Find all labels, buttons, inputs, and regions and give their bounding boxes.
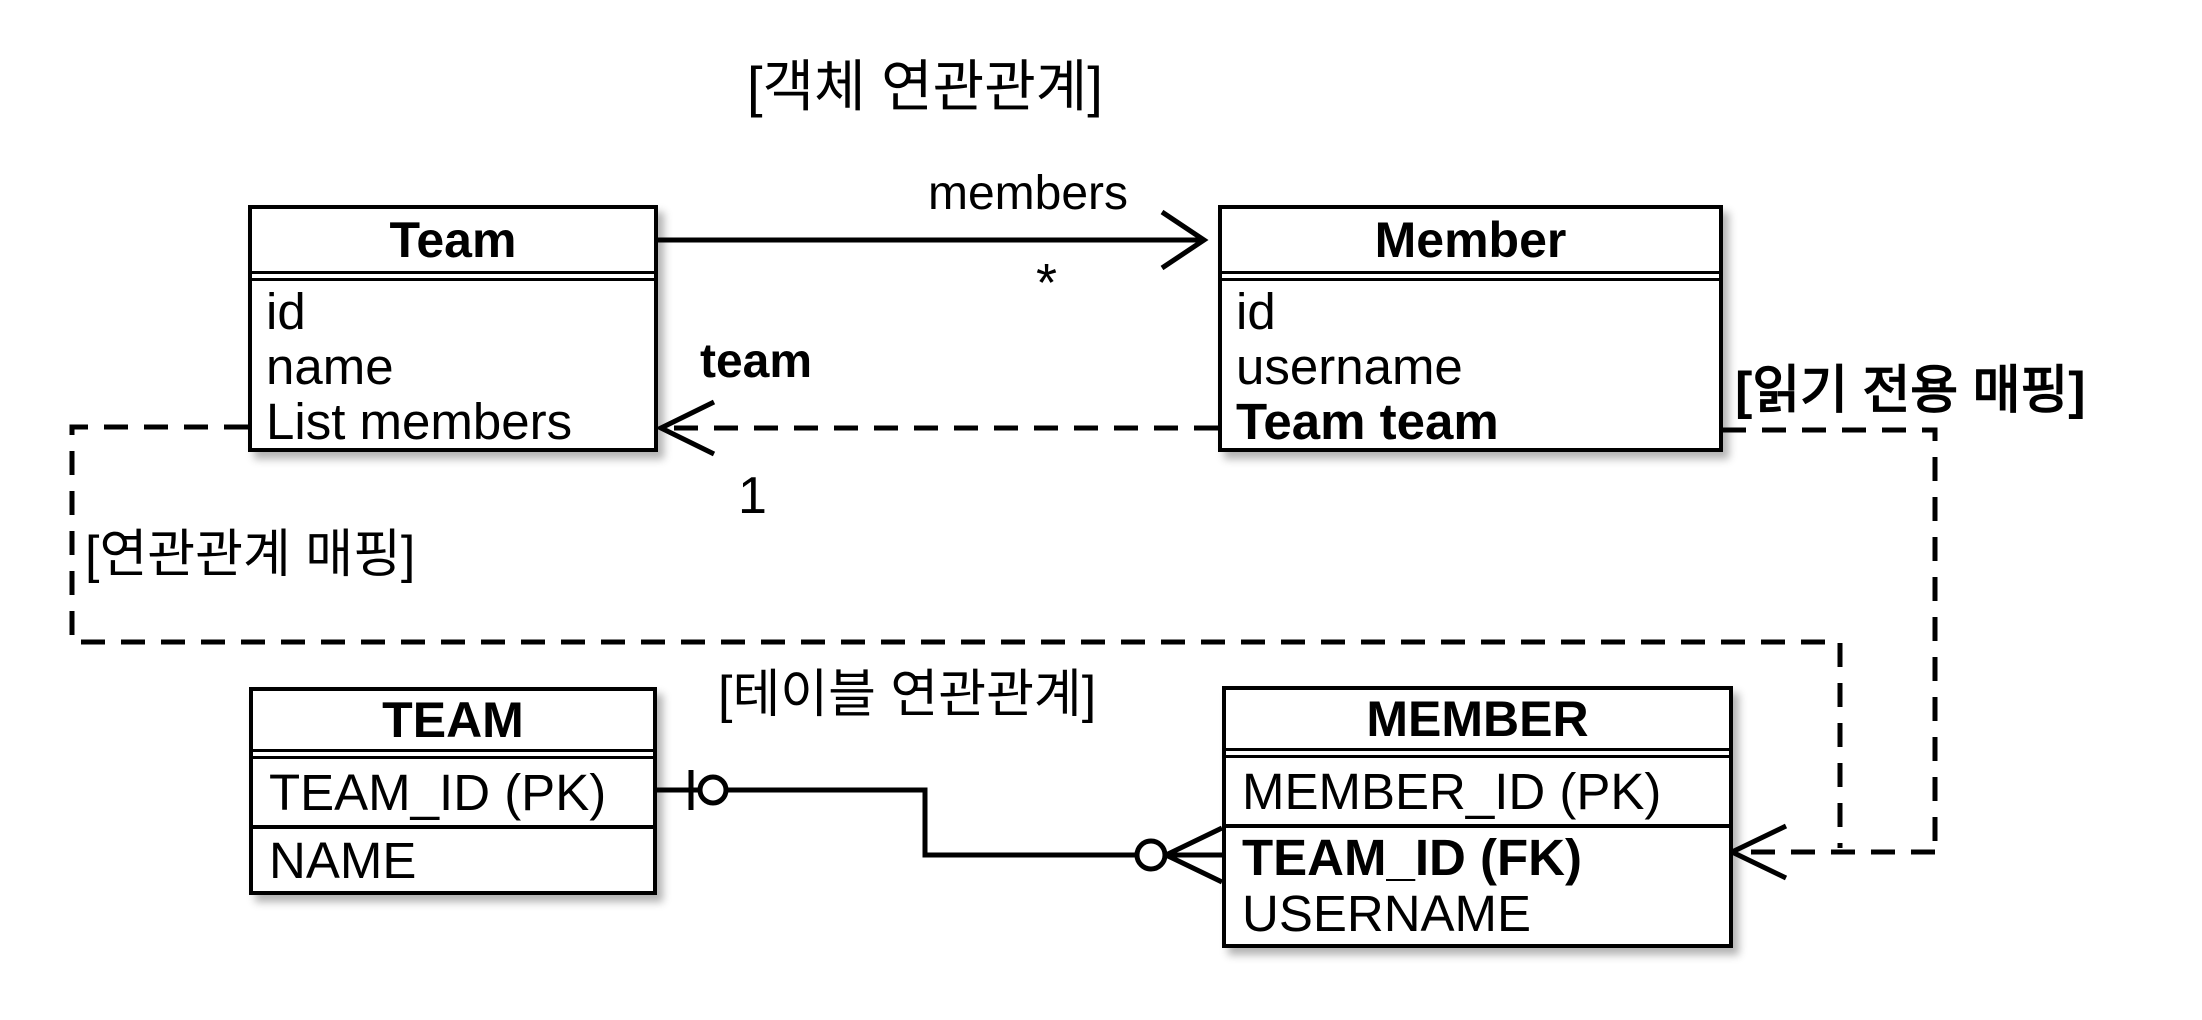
team-field-name: name bbox=[266, 338, 394, 395]
read-only-mapping-label: [읽기 전용 매핑] bbox=[1735, 362, 2086, 420]
team-class-box: Team id name List members bbox=[248, 205, 658, 452]
member-class-title: Member bbox=[1222, 209, 1719, 274]
member-field-id: id bbox=[1236, 283, 1276, 340]
team-multiplicity: 1 bbox=[738, 467, 767, 525]
team-reference-label: team bbox=[700, 335, 813, 388]
member-class-box: Member id username Team team bbox=[1218, 205, 1723, 452]
team-class-fields: id name List members bbox=[252, 278, 654, 449]
team-table-title: TEAM bbox=[253, 691, 653, 752]
members-multiplicity: * bbox=[1036, 253, 1058, 313]
association-mapping-label: [연관관계 매핑] bbox=[85, 526, 416, 584]
object-association-title: [객체 연관관계] bbox=[747, 55, 1103, 118]
team-class-title: Team bbox=[252, 209, 654, 274]
member-table-box: MEMBER MEMBER_ID (PK) TEAM_ID (FK) USERN… bbox=[1222, 686, 1733, 948]
member-field-team: Team team bbox=[1236, 393, 1499, 450]
member-column-username: USERNAME bbox=[1242, 885, 1532, 942]
read-only-mapping-path bbox=[1722, 427, 1938, 848]
member-column-team-id-fk: TEAM_ID (FK) bbox=[1242, 829, 1582, 886]
members-arrowhead-icon bbox=[1160, 209, 1209, 271]
member-fk-compartment: TEAM_ID (FK) USERNAME bbox=[1226, 824, 1729, 944]
crows-foot-icon bbox=[1164, 825, 1224, 885]
team-table-box: TEAM TEAM_ID (PK) NAME bbox=[249, 687, 657, 895]
member-column-member-id: MEMBER_ID (PK) bbox=[1242, 762, 1662, 820]
team-field-id: id bbox=[266, 283, 306, 340]
team-column-team-id: TEAM_ID (PK) bbox=[269, 763, 607, 821]
member-field-username: username bbox=[1236, 338, 1463, 395]
table-relation-line bbox=[656, 787, 1140, 858]
member-table-title: MEMBER bbox=[1226, 690, 1729, 751]
members-reference-label: members bbox=[928, 167, 1129, 220]
team-table-columns: TEAM_ID (PK) NAME bbox=[253, 756, 653, 891]
table-association-title: [테이블 연관관계] bbox=[718, 666, 1097, 724]
team-arrowhead-icon bbox=[655, 399, 716, 457]
member-table-columns: MEMBER_ID (PK) TEAM_ID (FK) USERNAME bbox=[1226, 755, 1729, 944]
team-column-name: NAME bbox=[253, 825, 653, 891]
many-circle-icon bbox=[1134, 838, 1168, 872]
team-field-members: List members bbox=[266, 393, 573, 450]
member-class-fields: id username Team team bbox=[1222, 278, 1719, 449]
zero-or-one-circle-icon bbox=[697, 774, 729, 806]
